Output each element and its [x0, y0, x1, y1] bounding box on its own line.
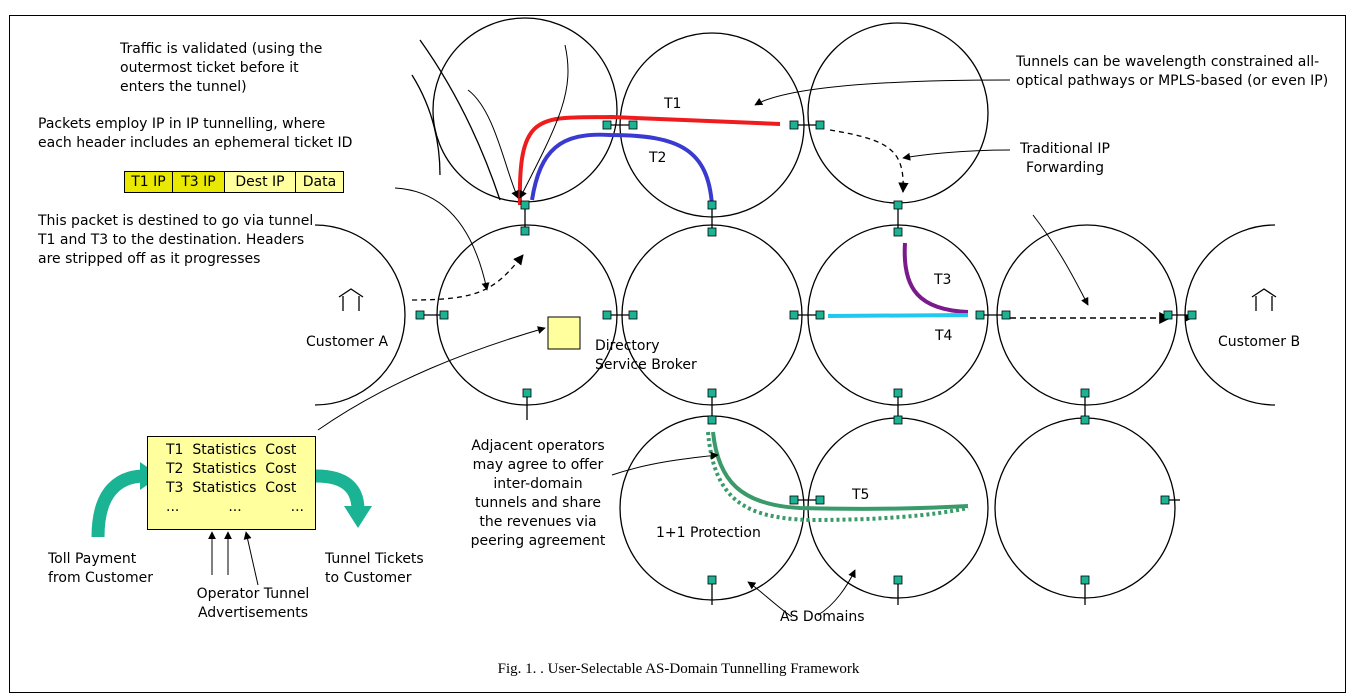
as-domain-circle — [432, 17, 618, 203]
house-icon-customer-b — [1251, 288, 1277, 311]
traditional-ip-label: Traditional IP Forwarding — [1020, 141, 1110, 176]
operator-adverts-label: Operator Tunnel Advertisements — [196, 586, 310, 621]
traffic-validated-label: Traffic is validated (using the outer­mo… — [120, 41, 323, 95]
advert-row: T2 Statistics Cost — [166, 461, 297, 477]
packet-destined-label: This packet is destined to go via tunnel… — [38, 213, 314, 267]
customer-a-label: Customer A — [306, 334, 389, 350]
customer-b-label: Customer B — [1218, 334, 1301, 350]
packets-ip-label: Packets employ IP in IP tunnelling, wher… — [38, 116, 353, 151]
toll-payment-arrow — [91, 469, 146, 538]
tunnel-label-t4: T4 — [935, 328, 953, 344]
tunnel-t5 — [711, 431, 969, 511]
tunnel-t2 — [530, 132, 714, 206]
node-squares — [415, 120, 1197, 585]
figure-frame — [9, 15, 1346, 693]
figure-caption: Fig. 1. . User-Selectable AS-Domain Tunn… — [497, 661, 860, 677]
tunnel-t3 — [902, 242, 969, 314]
tunnel-t4 — [827, 313, 969, 318]
tunnel-label-t2: T2 — [649, 150, 667, 166]
packet-path-arrow — [411, 254, 524, 301]
house-icon-customer-a — [338, 288, 364, 311]
packet-field: Dest IP — [225, 172, 296, 192]
packet-field: T3 IP — [173, 172, 225, 192]
tunnels-wavelength-label: Tunnels can be wavelength constrained al… — [1016, 54, 1329, 89]
tunnel-label-t3: T3 — [934, 272, 952, 288]
as-domain-circle — [621, 224, 803, 406]
tunnel-label-t1: T1 — [664, 96, 682, 112]
adjacent-operators-label: Adjacent operators may agree to offer in… — [470, 438, 606, 549]
as-domain-circle — [996, 224, 1178, 406]
partial-arc — [419, 39, 501, 201]
directory-broker-icon — [547, 316, 581, 350]
customer-b-arc — [1184, 224, 1276, 406]
advert-row: T3 Statistics Cost — [166, 480, 297, 496]
tunnel-t1 — [517, 114, 781, 206]
as-domain-circle — [994, 417, 1176, 599]
advert-row: ... ... ... — [166, 499, 304, 515]
directory-broker-label: Directory Service Broker — [595, 338, 697, 373]
tunnel-label-t5: T5 — [852, 487, 870, 503]
tunnel-tickets-arrow — [315, 469, 365, 511]
tunnel-tickets-label: Tunnel Tickets to Customer — [325, 551, 424, 586]
as-domain-circle — [619, 415, 805, 601]
toll-payment-label: Toll Payment from Customer — [48, 551, 154, 586]
packet-field: T1 IP — [125, 172, 173, 192]
as-domain-circle — [436, 224, 618, 406]
tunnel-advert-table: T1 Statistics Cost T2 Statistics Cost T3… — [147, 436, 316, 530]
protection-label: 1+1 Protection — [656, 525, 761, 541]
packet-field: Data — [296, 172, 343, 192]
packet-header: T1 IP T3 IP Dest IP Data — [124, 171, 344, 193]
tunnel-t5-protection — [706, 431, 969, 523]
advert-row: T1 Statistics Cost — [166, 442, 297, 458]
customer-a-arc — [314, 224, 406, 406]
ip-forward-arrow — [829, 129, 909, 194]
as-domains-label: AS Domains — [780, 609, 865, 625]
partial-arc — [411, 74, 441, 176]
as-domain-circle — [807, 22, 989, 204]
